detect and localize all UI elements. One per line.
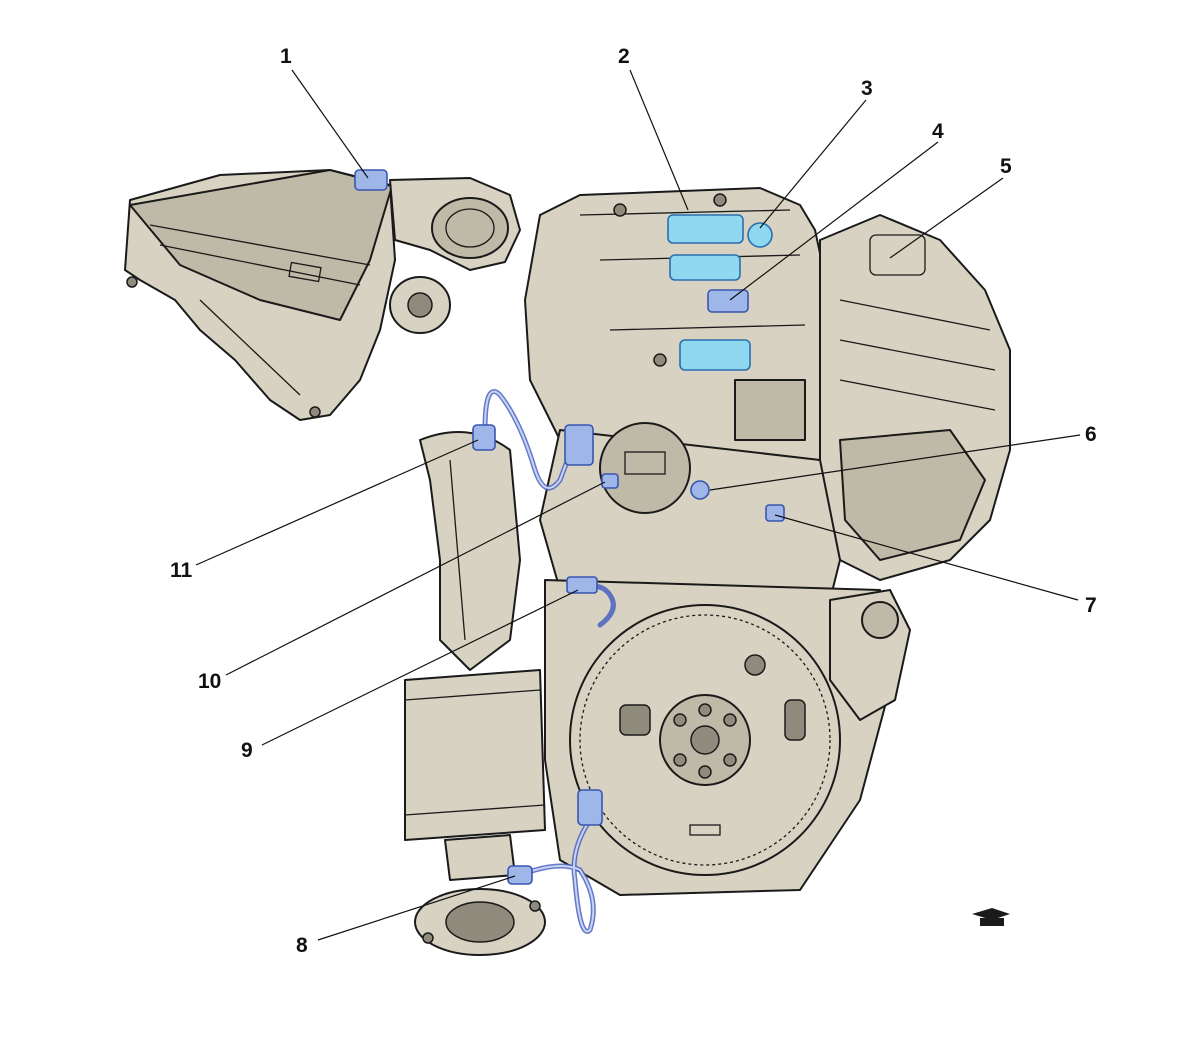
sensor-8-downstream-o2 [507,789,603,934]
intake-manifold [819,214,1011,581]
callout-10: 10 [198,670,221,693]
callout-5: 5 [1000,155,1012,178]
leader-line-7 [774,514,1079,601]
sensor-5-throttle-body [869,234,926,276]
leader-line-10 [225,481,606,676]
callout-2: 2 [618,45,630,68]
front-direction-icon [972,908,1010,926]
leader-line-2 [629,69,689,211]
sensor-4-cam-position-2 [707,289,749,313]
intake-duct [389,177,521,334]
leader-line-1 [291,69,369,179]
sensor-9-crank-position [566,576,616,628]
cylinder-head [524,187,836,471]
leader-lines [195,69,1081,941]
sensor-3-cam-position [747,222,773,248]
callout-7: 7 [1085,594,1097,617]
callout-numbers: 1 2 3 4 5 6 7 8 9 10 11 [170,45,1097,957]
callout-9: 9 [241,739,253,762]
leader-line-8 [317,875,516,941]
leader-line-11 [195,439,479,566]
leader-line-6 [709,434,1081,491]
leader-line-3 [759,99,867,229]
sensor-1-intake-air-temp [354,169,388,191]
leader-line-9 [261,589,579,746]
sensor-6-knock-sensor [690,480,710,500]
air-cleaner-assembly [124,169,396,421]
callout-3: 3 [861,77,873,100]
starter-motor [829,589,911,721]
callout-11: 11 [170,559,193,582]
callout-1: 1 [280,45,292,68]
sensor-10-coolant-temp [601,473,619,489]
leader-line-5 [889,177,1004,259]
sensor-11-upstream-o2 [472,389,594,491]
leader-line-4 [729,141,939,301]
sensor-2-ignition-coils [667,214,751,371]
exhaust-manifold-and-pipe [404,431,546,956]
callout-8: 8 [296,934,308,957]
sensor-7-oil-pressure [765,504,785,522]
callout-4: 4 [932,120,944,143]
engine-front-cover [539,422,841,601]
engine-block-lower [544,579,901,896]
callout-6: 6 [1085,423,1097,446]
